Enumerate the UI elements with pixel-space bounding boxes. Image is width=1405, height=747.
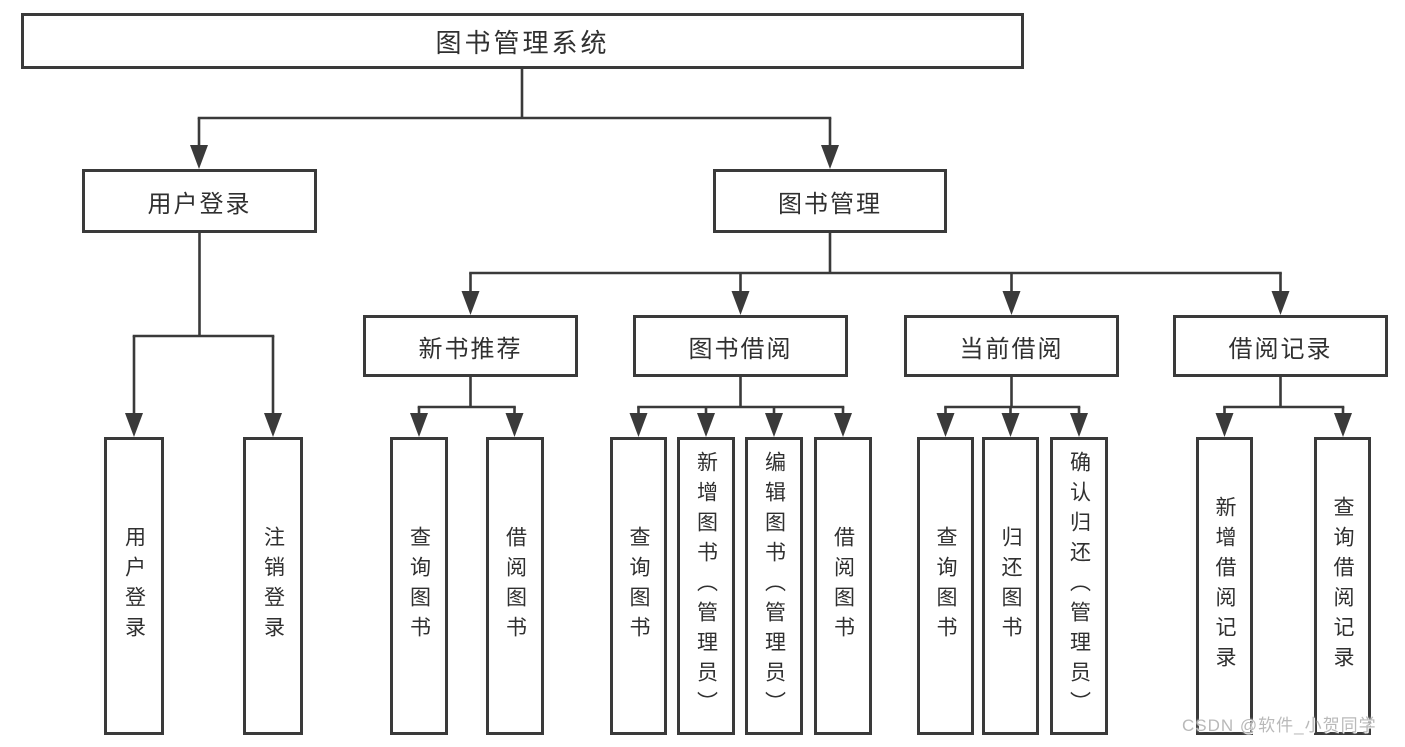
node-leaf-bb-add-books-label: 新增图书（管理员） <box>694 451 718 721</box>
node-new-book-rec-label: 新书推荐 <box>418 335 523 363</box>
node-book-borrow: 图书借阅 <box>633 315 848 377</box>
arrowhead <box>1001 413 1020 437</box>
arrowhead <box>1002 291 1021 315</box>
wire-user-login-to-leaves <box>125 233 282 437</box>
arrowhead <box>190 145 208 169</box>
arrowhead <box>765 413 783 437</box>
wire-book-borrow-to-leaves <box>629 377 852 437</box>
node-new-book-rec: 新书推荐 <box>363 315 578 377</box>
arrowhead <box>1070 413 1088 437</box>
csdn-watermark: CSDN @软件_小贺同学 <box>1182 716 1377 735</box>
arrowhead <box>410 413 428 437</box>
node-leaf-rec-borrow-books-label: 借阅图书 <box>503 526 527 646</box>
node-borrow-records: 借阅记录 <box>1173 315 1388 377</box>
node-leaf-rec-query-books: 查询图书 <box>390 437 448 735</box>
arrowhead <box>125 413 143 437</box>
node-leaf-br-add-record: 新增借阅记录 <box>1196 437 1253 735</box>
arrowhead <box>834 413 852 437</box>
node-leaf-user-login: 用户登录 <box>104 437 164 735</box>
node-leaf-cb-confirm-return-label: 确认归还（管理员） <box>1067 451 1091 721</box>
node-leaf-rec-query-books-label: 查询图书 <box>407 526 431 646</box>
node-current-borrow: 当前借阅 <box>904 315 1119 377</box>
node-leaf-bb-borrow-books-label: 借阅图书 <box>831 526 855 646</box>
arrowhead <box>1215 413 1234 437</box>
arrowhead <box>1334 413 1352 437</box>
node-leaf-logout-label: 注销登录 <box>261 526 285 646</box>
wire-current-borrow-to-leaves <box>936 377 1088 437</box>
node-leaf-bb-borrow-books: 借阅图书 <box>814 437 872 735</box>
node-leaf-cb-return-books-label: 归还图书 <box>999 526 1022 646</box>
node-leaf-bb-edit-books-label: 编辑图书（管理员） <box>762 451 786 721</box>
node-book-mgmt-label: 图书管理 <box>778 190 882 218</box>
node-leaf-bb-edit-books: 编辑图书（管理员） <box>745 437 803 735</box>
node-leaf-cb-confirm-return: 确认归还（管理员） <box>1050 437 1108 735</box>
node-user-login-label: 用户登录 <box>147 190 252 218</box>
node-leaf-cb-return-books: 归还图书 <box>982 437 1039 735</box>
node-leaf-rec-borrow-books: 借阅图书 <box>486 437 544 735</box>
wire-new-book-rec-to-leaves <box>410 377 524 437</box>
node-leaf-cb-query-books: 查询图书 <box>917 437 974 735</box>
node-leaf-user-login-label: 用户登录 <box>122 526 146 646</box>
wire-borrow-records-to-leaves <box>1215 377 1352 437</box>
node-leaf-br-add-record-label: 新增借阅记录 <box>1213 496 1236 676</box>
node-book-mgmt: 图书管理 <box>713 169 947 233</box>
arrowhead <box>629 413 648 437</box>
node-current-borrow-label: 当前借阅 <box>959 335 1064 363</box>
arrowhead <box>1271 291 1290 315</box>
wire-root-to-level2 <box>190 69 839 169</box>
node-borrow-records-label: 借阅记录 <box>1228 335 1333 363</box>
node-book-borrow-label: 图书借阅 <box>688 335 793 363</box>
node-leaf-br-query-record: 查询借阅记录 <box>1314 437 1371 735</box>
node-leaf-bb-add-books: 新增图书（管理员） <box>677 437 735 735</box>
node-user-login: 用户登录 <box>82 169 317 233</box>
wire-book-mgmt-to-level3 <box>461 233 1290 315</box>
arrowhead <box>821 145 839 169</box>
node-leaf-bb-query-books: 查询图书 <box>610 437 667 735</box>
node-leaf-br-query-record-label: 查询借阅记录 <box>1331 496 1354 676</box>
arrowhead <box>731 291 750 315</box>
node-root: 图书管理系统 <box>21 13 1024 69</box>
arrowhead <box>461 291 480 315</box>
arrowhead <box>697 413 715 437</box>
node-leaf-logout: 注销登录 <box>243 437 303 735</box>
arrowhead <box>264 413 282 437</box>
node-leaf-cb-query-books-label: 查询图书 <box>934 526 957 646</box>
node-root-label: 图书管理系统 <box>435 27 610 58</box>
arrowhead <box>936 413 955 437</box>
node-leaf-bb-query-books-label: 查询图书 <box>627 526 650 646</box>
arrowhead <box>505 413 524 437</box>
